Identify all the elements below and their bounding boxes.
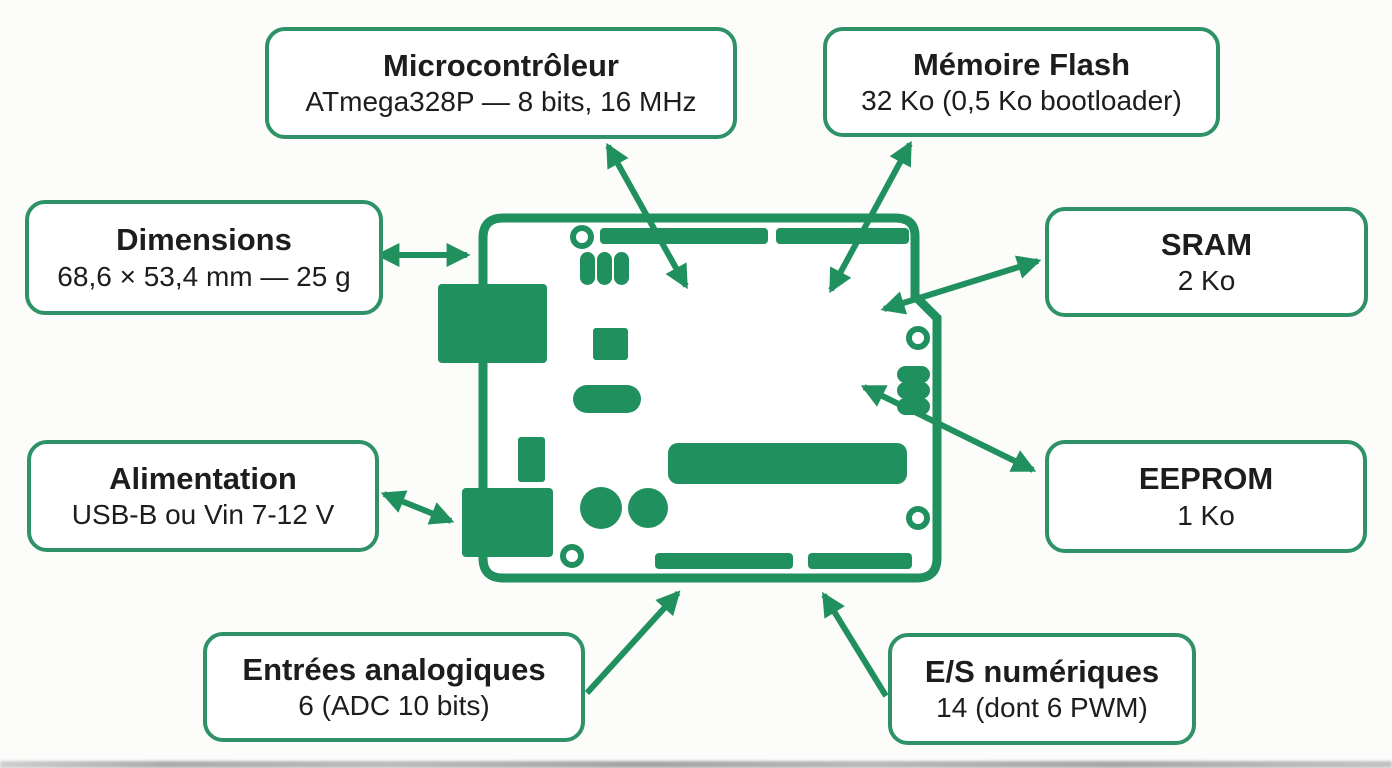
usb-port (438, 284, 547, 363)
power-header (808, 553, 912, 569)
bottom-edge-artifact (0, 761, 1392, 768)
mounting-hole (906, 326, 930, 350)
spec-title: Microcontrôleur (383, 47, 619, 83)
mounting-hole (570, 225, 594, 249)
digital-header-right (776, 228, 909, 244)
spec-title: E/S numériques (924, 653, 1160, 689)
power-jack (462, 488, 553, 557)
spec-value: 14 (dont 6 PWM) (936, 692, 1148, 724)
arrow-digital (821, 591, 889, 698)
spec-box-digital-io: E/S numériques 14 (dont 6 PWM) (888, 633, 1196, 745)
spec-value: 1 Ko (1177, 499, 1235, 531)
analog-header (655, 553, 793, 569)
regulator (518, 437, 545, 482)
mcu-chip (668, 443, 907, 484)
reset-button (593, 328, 628, 360)
icsp-header-left (580, 252, 629, 285)
arrow-eeprom (860, 384, 1037, 473)
arrow-microcontroller (605, 142, 689, 290)
arrow-sram (880, 255, 1042, 315)
mounting-hole (906, 506, 930, 530)
spec-box-sram: SRAM 2 Ko (1045, 207, 1368, 317)
arrow-analog (584, 590, 681, 696)
spec-value: 32 Ko (0,5 Ko bootloader) (861, 85, 1182, 117)
spec-title: Dimensions (116, 222, 292, 258)
spec-box-analog-inputs: Entrées analogiques 6 (ADC 10 bits) (203, 632, 585, 742)
spec-box-flash: Mémoire Flash 32 Ko (0,5 Ko bootloader) (823, 27, 1220, 137)
spec-value: USB-B ou Vin 7-12 V (71, 499, 335, 531)
spec-box-microcontroller: Microcontrôleur ATmega328P — 8 bits, 16 … (265, 27, 737, 139)
spec-value: ATmega328P — 8 bits, 16 MHz (305, 86, 697, 118)
spec-title: SRAM (1160, 226, 1253, 262)
spec-value: 2 Ko (1177, 265, 1236, 297)
mounting-hole (560, 544, 584, 568)
spec-value: 6 (ADC 10 bits) (298, 690, 490, 722)
digital-header-left (600, 228, 768, 244)
spec-box-dimensions: Dimensions 68,6 × 53,4 mm — 25 g (25, 200, 383, 315)
spec-title: Alimentation (109, 460, 297, 496)
arrow-power (380, 490, 455, 525)
spec-box-eeprom: EEPROM 1 Ko (1045, 440, 1367, 553)
capacitor (628, 488, 668, 528)
crystal (573, 385, 641, 413)
capacitor (580, 487, 622, 529)
spec-value: 68,6 × 53,4 mm — 25 g (57, 260, 351, 292)
spec-title: Entrées analogiques (242, 651, 546, 687)
spec-title: Mémoire Flash (912, 46, 1131, 82)
spec-box-power: Alimentation USB-B ou Vin 7-12 V (27, 440, 379, 552)
arrow-flash (828, 140, 913, 294)
spec-title: EEPROM (1138, 461, 1274, 497)
